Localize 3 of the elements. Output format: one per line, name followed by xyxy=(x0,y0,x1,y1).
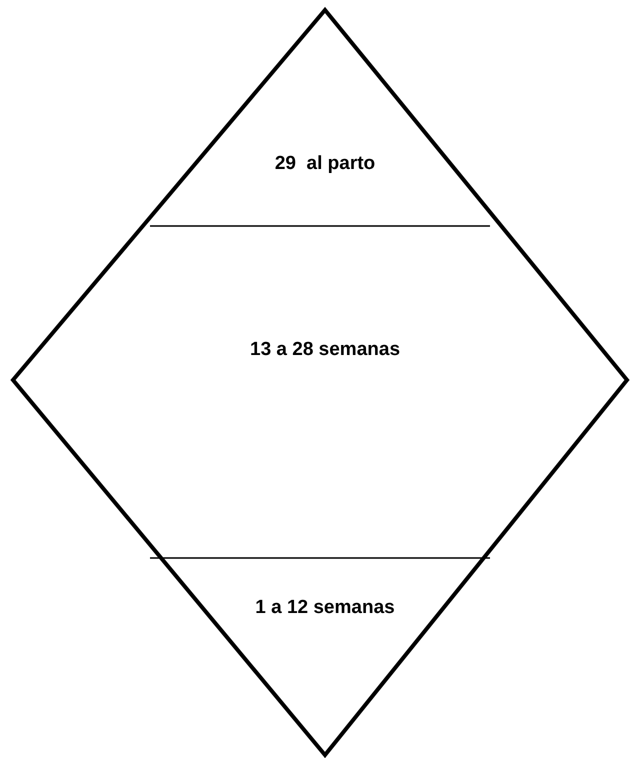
band-label: 1 a 12 semanas xyxy=(255,596,395,620)
band-label: 13 a 28 semanas xyxy=(250,338,400,362)
band-label: 29 al parto xyxy=(274,152,376,176)
